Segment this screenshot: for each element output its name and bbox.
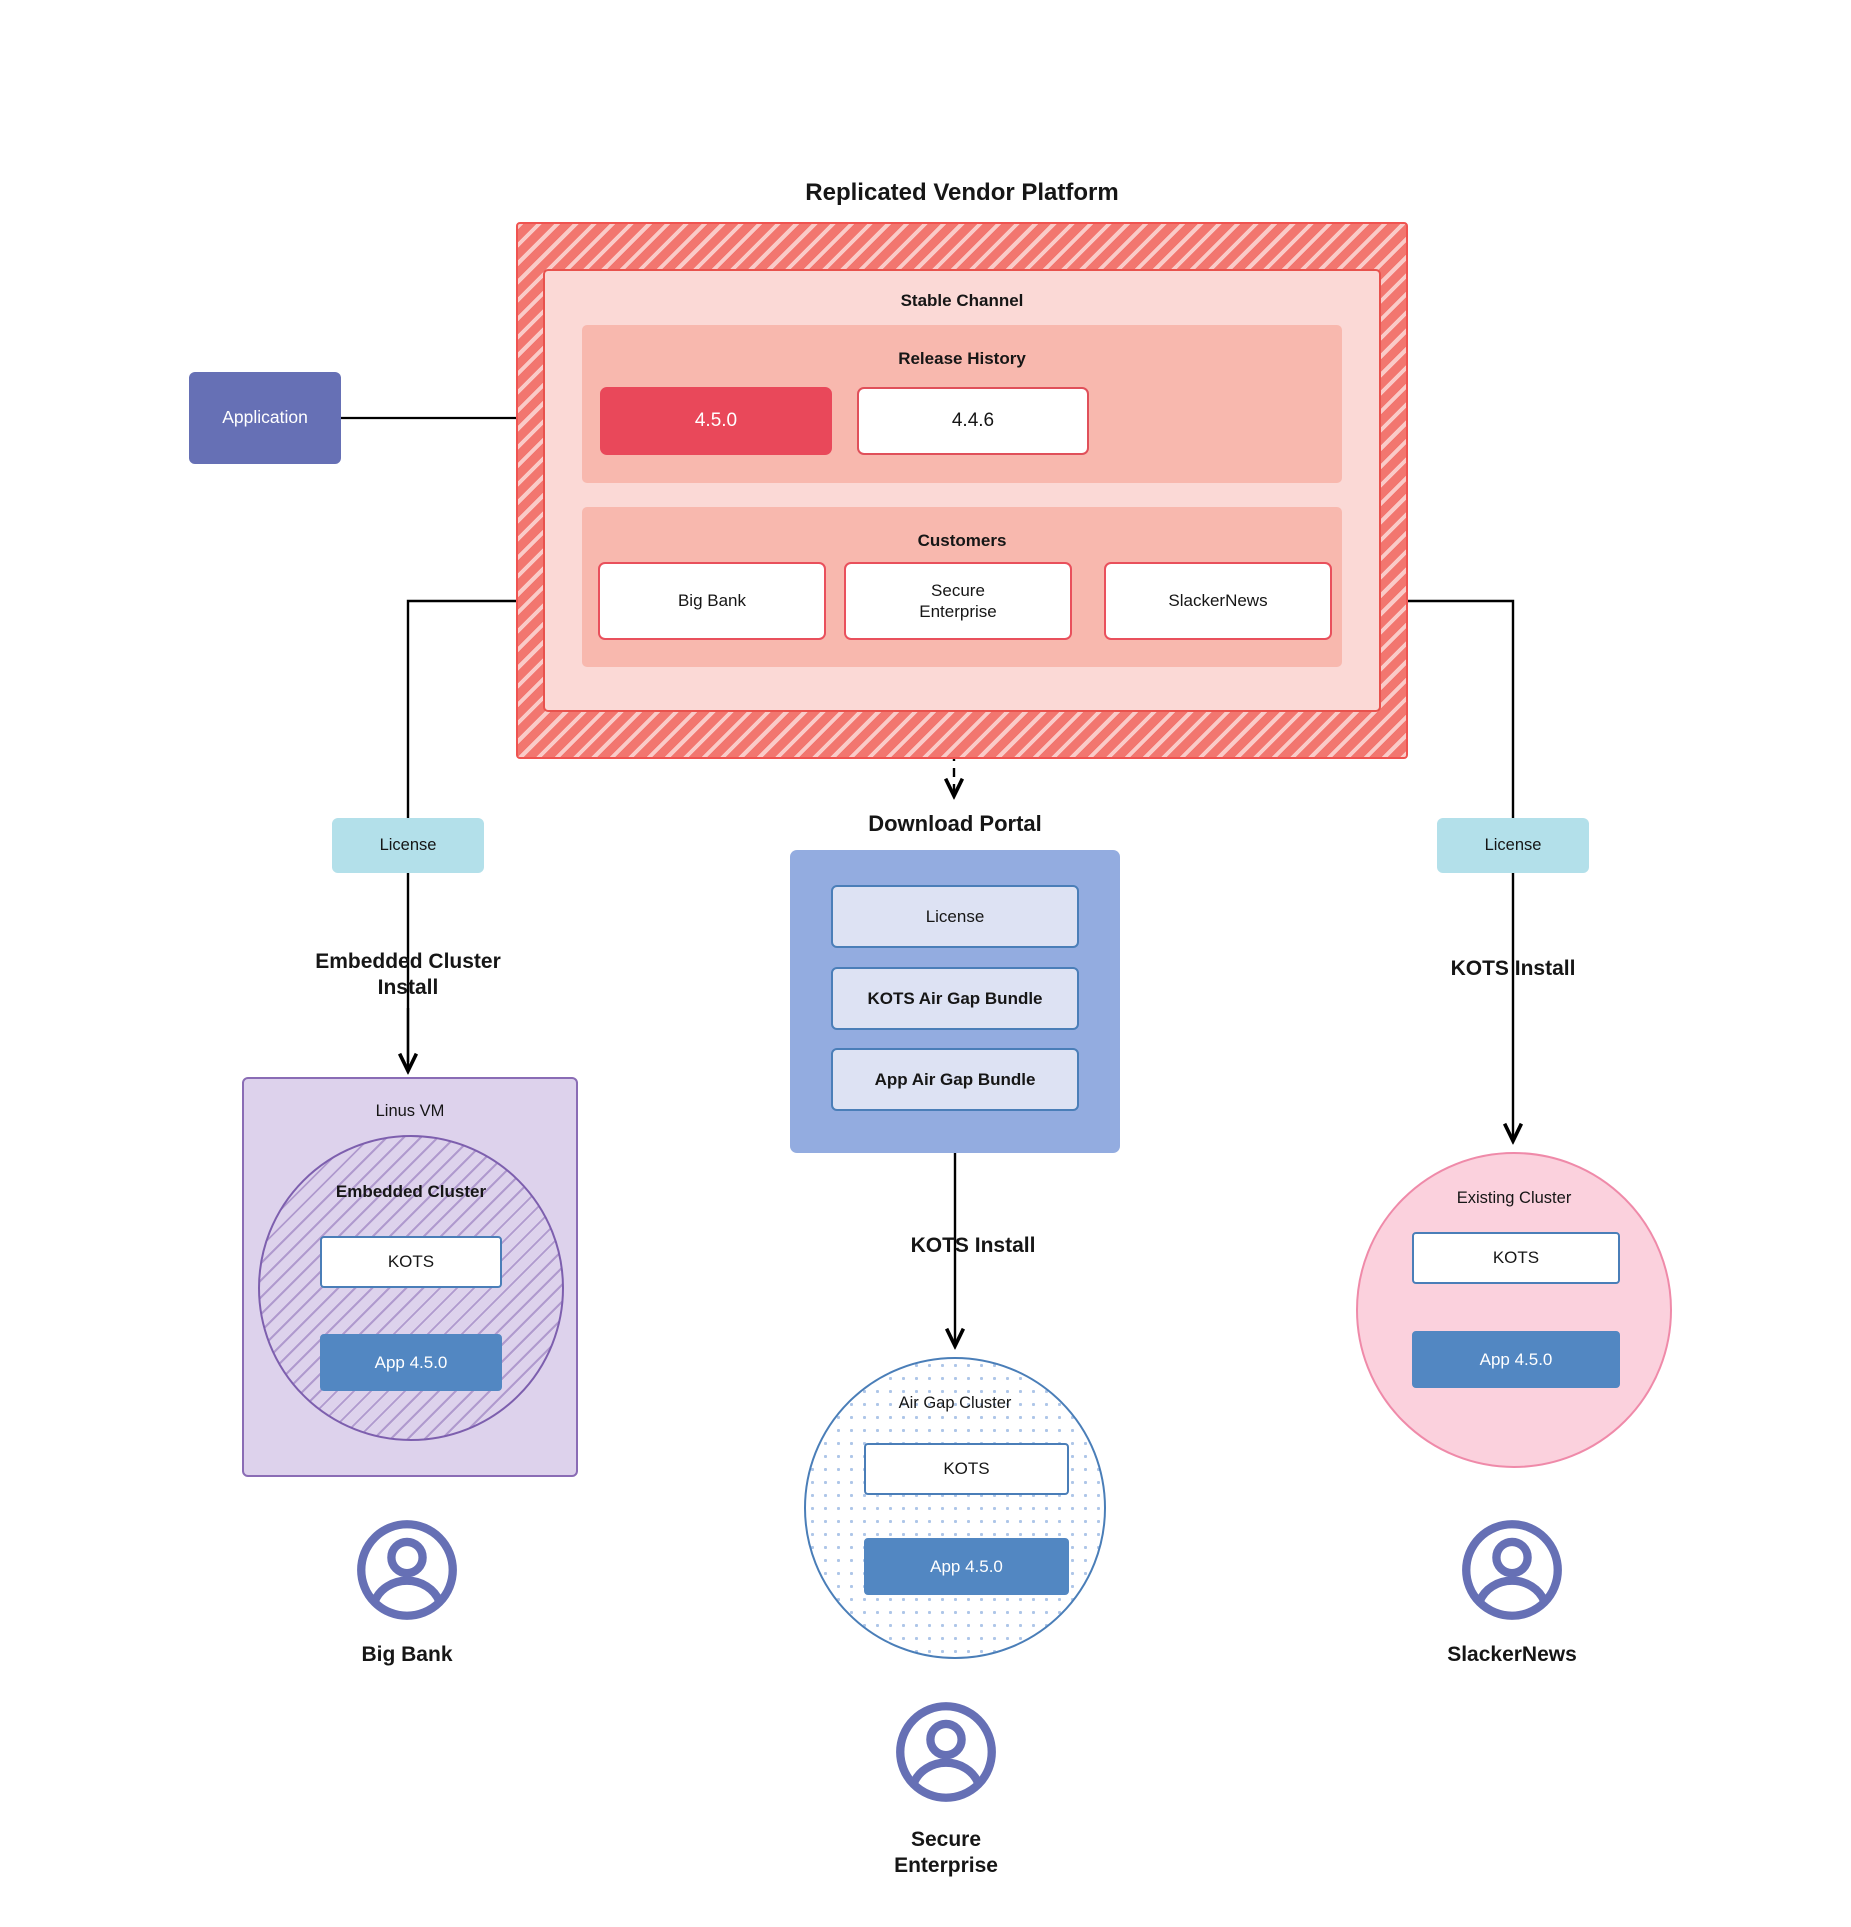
download-portal-title: Download Portal bbox=[868, 811, 1042, 837]
application-box[interactable]: Application bbox=[189, 372, 341, 464]
linux-vm-title: Linus VM bbox=[375, 1101, 445, 1120]
customer-name-big-bank: Big Bank bbox=[361, 1642, 453, 1666]
customer-box-secure-enterprise[interactable]: Secure Enterprise bbox=[844, 562, 1072, 640]
download-item-license[interactable]: License bbox=[831, 885, 1079, 948]
kots-box-existing[interactable]: KOTS bbox=[1412, 1232, 1620, 1284]
customer-box-slackernews[interactable]: SlackerNews bbox=[1104, 562, 1332, 640]
air-gap-cluster-title: Air Gap Cluster bbox=[898, 1393, 1012, 1412]
license-chip-right[interactable]: License bbox=[1437, 818, 1589, 873]
flow-label-embedded-cluster-install: Embedded Cluster Install bbox=[315, 949, 501, 999]
kots-box-air-gap[interactable]: KOTS bbox=[864, 1443, 1069, 1495]
release-box-current[interactable]: 4.5.0 bbox=[600, 387, 832, 455]
flow-label-kots-install-center: KOTS Install bbox=[910, 1233, 1036, 1257]
embedded-cluster-title: Embedded Cluster bbox=[335, 1182, 487, 1202]
app-box-embedded[interactable]: App 4.5.0 bbox=[320, 1334, 502, 1391]
kots-box-embedded[interactable]: KOTS bbox=[320, 1236, 502, 1288]
customer-box-big-bank[interactable]: Big Bank bbox=[598, 562, 826, 640]
user-avatar-icon bbox=[894, 1700, 998, 1804]
flow-label-kots-install-right: KOTS Install bbox=[1450, 956, 1576, 980]
user-avatar-icon bbox=[1460, 1518, 1564, 1622]
release-history-title: Release History bbox=[898, 349, 1026, 369]
existing-cluster-circle bbox=[1356, 1152, 1672, 1468]
release-box-previous[interactable]: 4.4.6 bbox=[857, 387, 1089, 455]
user-avatar-icon bbox=[355, 1518, 459, 1622]
stable-channel-title: Stable Channel bbox=[900, 291, 1024, 311]
download-item-license-label: License bbox=[925, 906, 985, 926]
customer-name-secure-enterprise: Secure Enterprise bbox=[894, 1827, 998, 1877]
air-gap-cluster-circle bbox=[804, 1357, 1106, 1659]
app-box-existing[interactable]: App 4.5.0 bbox=[1412, 1331, 1620, 1388]
customer-name-slackernews: SlackerNews bbox=[1447, 1642, 1577, 1666]
download-item-kots-air-gap-bundle[interactable]: KOTS Air Gap Bundle bbox=[831, 967, 1079, 1030]
customers-title: Customers bbox=[917, 531, 1007, 551]
license-chip-left[interactable]: License bbox=[332, 818, 484, 873]
vendor-platform-title: Replicated Vendor Platform bbox=[805, 179, 1119, 206]
app-box-air-gap[interactable]: App 4.5.0 bbox=[864, 1538, 1069, 1595]
existing-cluster-title: Existing Cluster bbox=[1456, 1188, 1572, 1207]
download-item-app-air-gap-bundle[interactable]: App Air Gap Bundle bbox=[831, 1048, 1079, 1111]
